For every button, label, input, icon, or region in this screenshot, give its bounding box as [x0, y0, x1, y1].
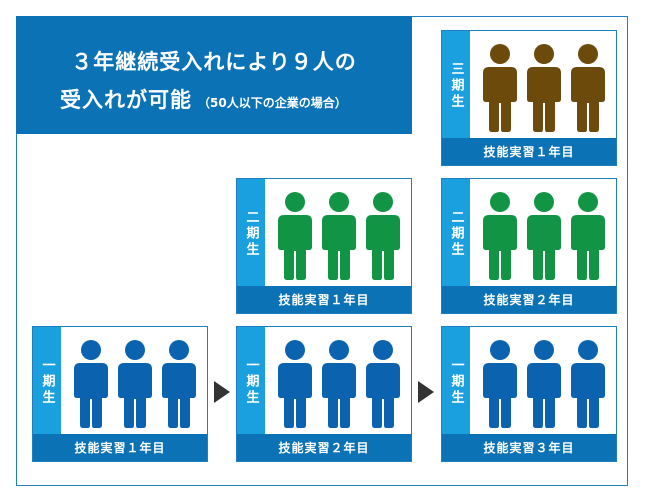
person-icon: [527, 340, 561, 428]
person-icon: [483, 192, 517, 280]
people-svg: [483, 340, 605, 428]
cohort-label: 二期生: [237, 179, 265, 288]
people-group: [478, 339, 610, 429]
training-year-label: 技能実習１年目: [33, 434, 207, 461]
people-group: [273, 191, 405, 281]
title-line-1: ３年継続受入れにより９人の: [71, 50, 357, 74]
people-svg: [278, 192, 400, 280]
person-icon: [527, 44, 561, 132]
person-icon: [278, 192, 312, 280]
card-first-cohort-year2: 一期生 技能実習２年目: [236, 326, 412, 462]
title-note: （50人以下の企業の場合）: [198, 96, 347, 110]
person-icon: [571, 340, 605, 428]
title-line-2: 受入れが可能 （50人以下の企業の場合）: [60, 84, 347, 114]
person-icon: [322, 340, 356, 428]
card-third-cohort-year1: 三期生 技能実習１年目: [441, 30, 617, 166]
arrow-right-icon: [214, 381, 230, 403]
people-svg: [74, 340, 196, 428]
training-year-label: 技能実習３年目: [442, 434, 616, 461]
cohort-label: 二期生: [442, 179, 470, 288]
training-year-label: 技能実習１年目: [237, 286, 411, 313]
card-second-cohort-year2: 二期生 技能実習２年目: [441, 178, 617, 314]
person-icon: [571, 44, 605, 132]
people-group: [478, 191, 610, 281]
person-icon: [118, 340, 152, 428]
cohort-label: 三期生: [442, 31, 470, 140]
card-first-cohort-year1: 一期生 技能実習１年目: [32, 326, 208, 462]
title-box: ３年継続受入れにより９人の 受入れが可能 （50人以下の企業の場合）: [16, 16, 412, 134]
people-svg: [278, 340, 400, 428]
people-group: [69, 339, 201, 429]
training-year-label: 技能実習２年目: [442, 286, 616, 313]
person-icon: [366, 192, 400, 280]
card-first-cohort-year3: 一期生 技能実習３年目: [441, 326, 617, 462]
person-icon: [322, 192, 356, 280]
person-icon: [483, 340, 517, 428]
person-icon: [483, 44, 517, 132]
people-svg: [483, 44, 605, 132]
cohort-label: 一期生: [33, 327, 61, 436]
title-line-2-main: 受入れが可能: [60, 88, 192, 112]
cohort-label: 一期生: [237, 327, 265, 436]
card-second-cohort-year1: 二期生 技能実習１年目: [236, 178, 412, 314]
arrow-right-icon: [418, 381, 434, 403]
training-year-label: 技能実習２年目: [237, 434, 411, 461]
people-group: [273, 339, 405, 429]
cohort-label: 一期生: [442, 327, 470, 436]
person-icon: [278, 340, 312, 428]
training-year-label: 技能実習１年目: [442, 138, 616, 165]
people-group: [478, 43, 610, 133]
person-icon: [162, 340, 196, 428]
person-icon: [366, 340, 400, 428]
person-icon: [74, 340, 108, 428]
person-icon: [571, 192, 605, 280]
people-svg: [483, 192, 605, 280]
person-icon: [527, 192, 561, 280]
